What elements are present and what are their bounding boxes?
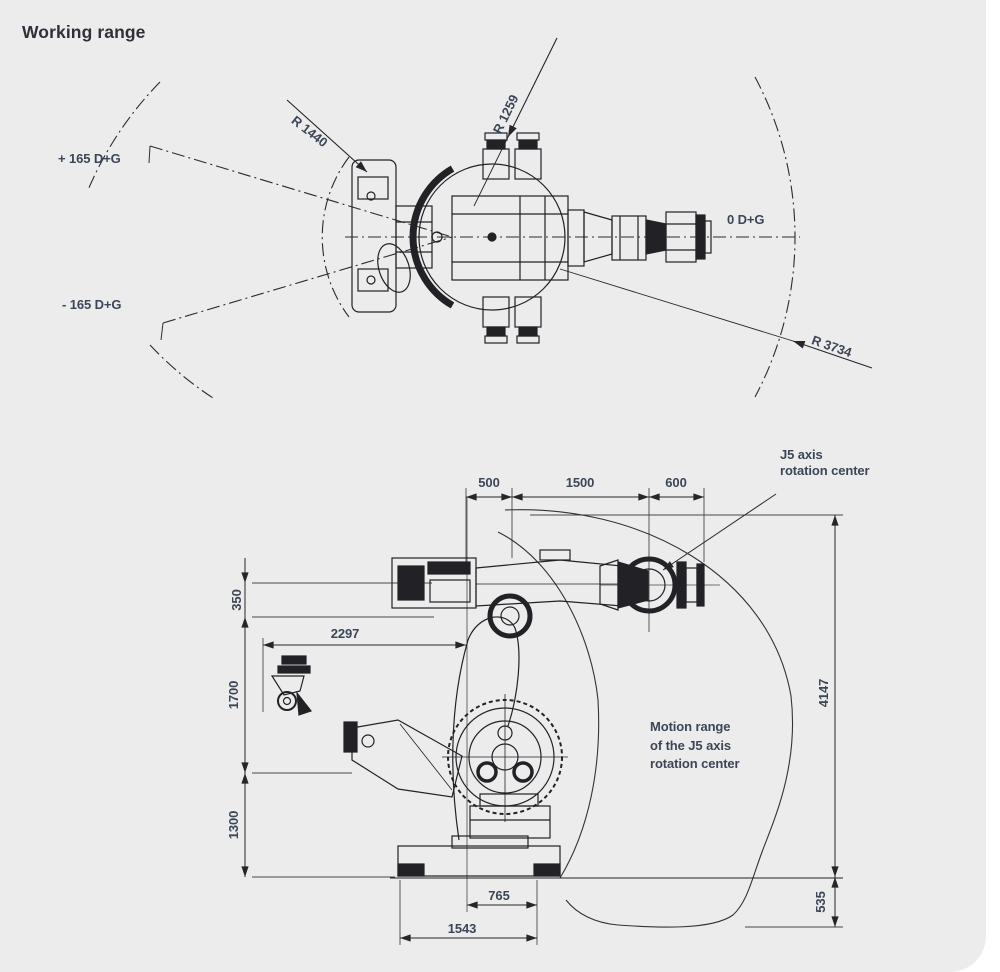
page-title: Working range xyxy=(22,22,146,42)
top-view-radius-leaders xyxy=(286,37,873,369)
j5-leader-line xyxy=(662,493,777,571)
top-view-centerlines xyxy=(87,76,800,399)
zero-line-label: 0 D+G xyxy=(727,212,765,227)
side-view-motion-range-curve xyxy=(497,509,794,928)
dim-350-label: 350 xyxy=(229,589,244,611)
dim-1700-label: 1700 xyxy=(226,680,241,710)
dim-535-label: 535 xyxy=(813,891,828,913)
minus-165-limit-label: - 165 D+G xyxy=(62,297,122,312)
dim-765-label: 765 xyxy=(488,888,510,903)
top-view-robot xyxy=(351,132,712,344)
dim-1500-label: 1500 xyxy=(565,475,595,490)
top-view-centerline-stubs xyxy=(148,145,164,341)
dim-500-label: 500 xyxy=(478,475,500,490)
side-view-dimension-lines xyxy=(241,493,839,942)
dim-4147-label: 4147 xyxy=(816,678,831,708)
side-view-robot xyxy=(270,549,843,879)
dim-600-label: 600 xyxy=(665,475,687,490)
motion-range-label: Motion range of the J5 axis rotation cen… xyxy=(650,719,740,771)
dim-1300-label: 1300 xyxy=(226,810,241,840)
dim-1543-label: 1543 xyxy=(447,921,477,936)
j5-axis-rotation-center-label: J5 axis rotation center xyxy=(780,447,870,478)
plus-165-limit-label: + 165 D+G xyxy=(58,151,121,166)
dim-2297-label: 2297 xyxy=(330,626,360,641)
